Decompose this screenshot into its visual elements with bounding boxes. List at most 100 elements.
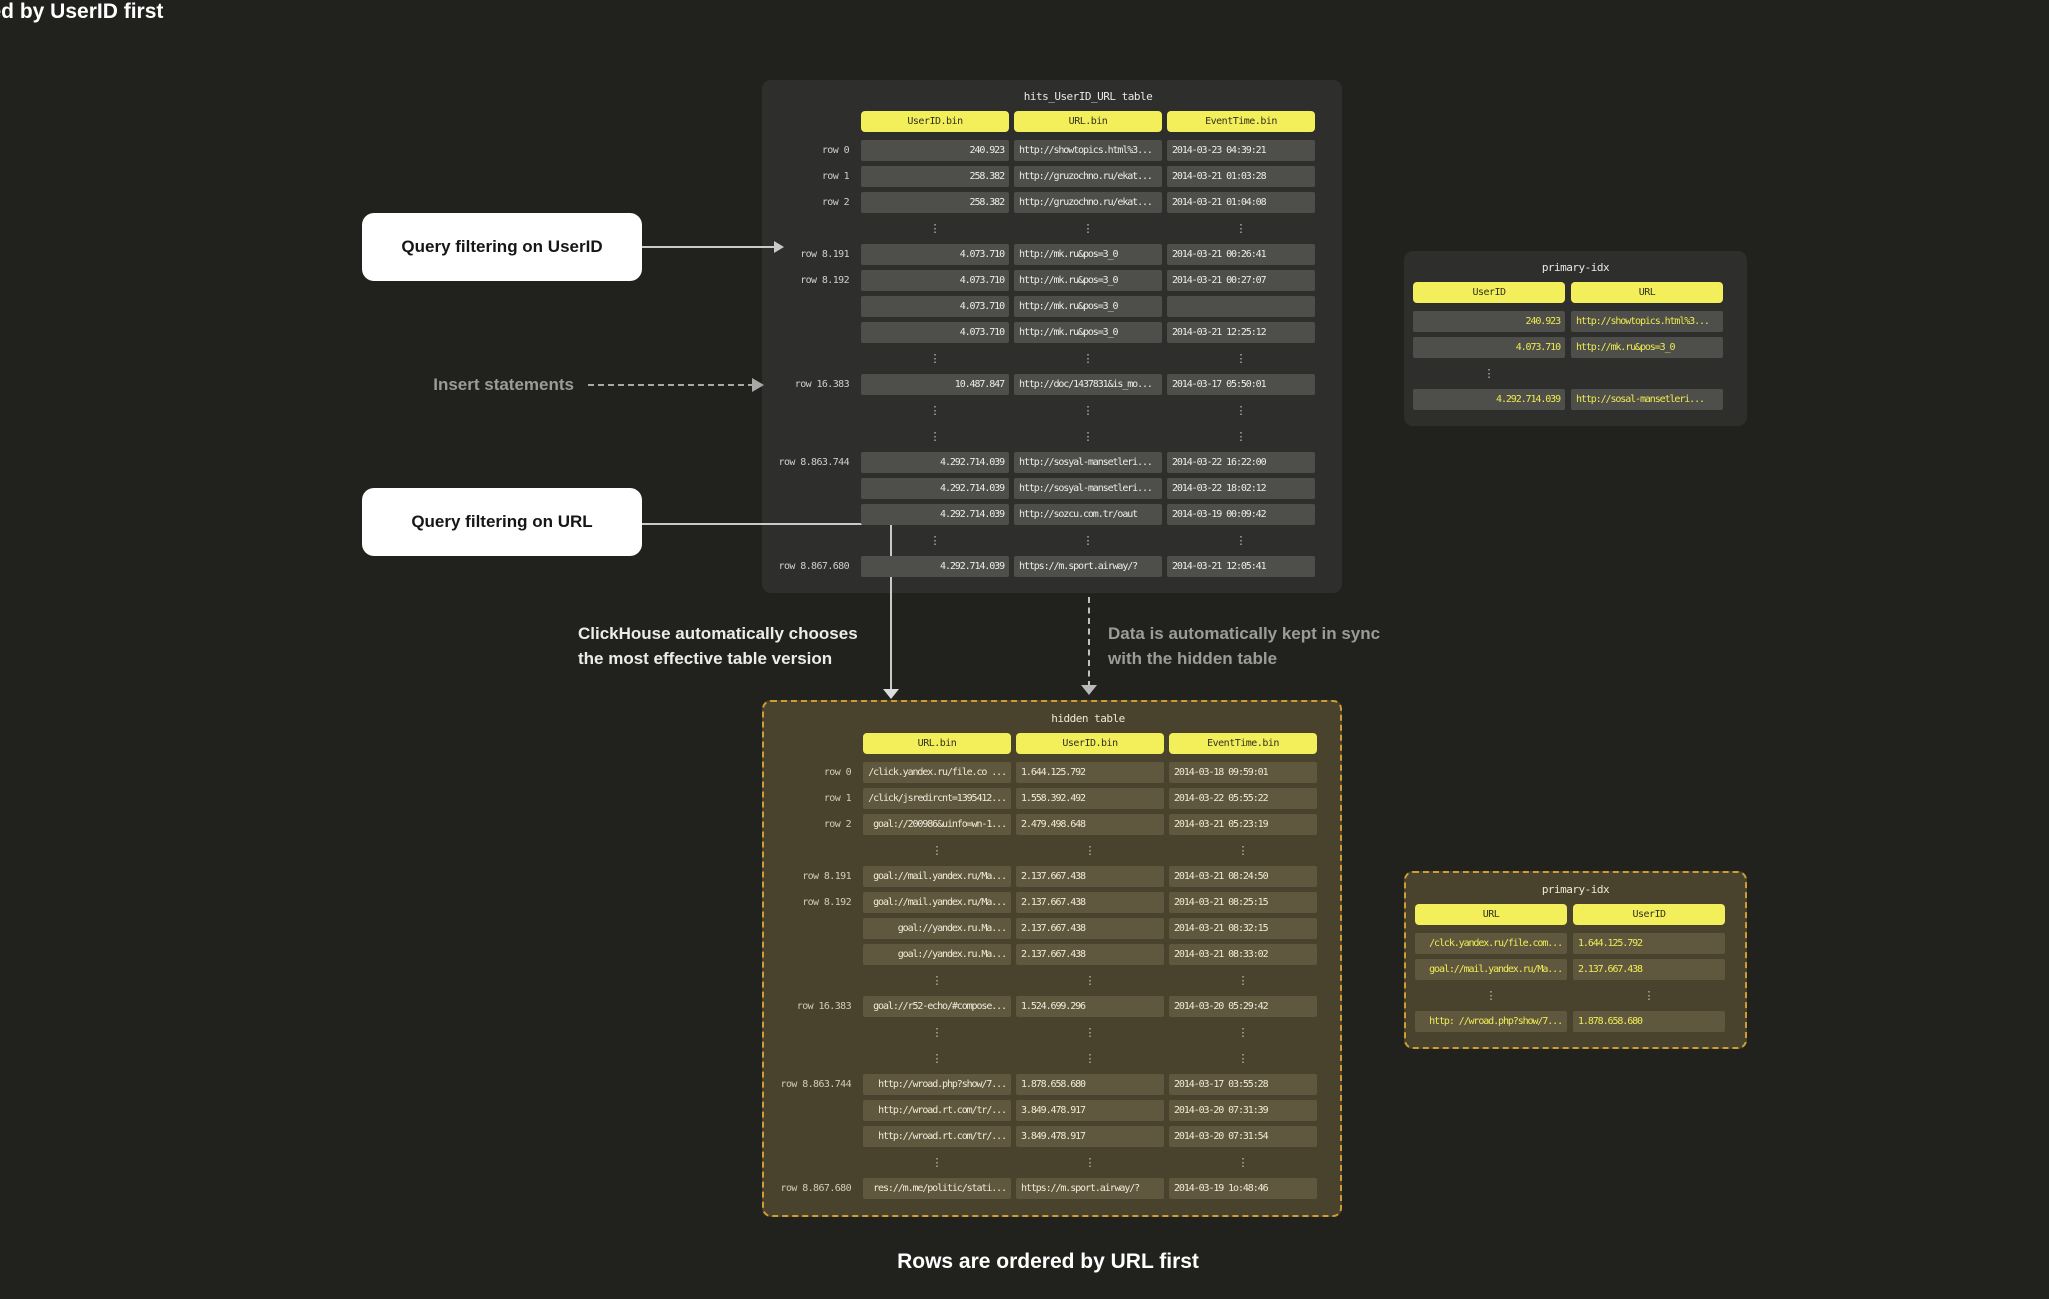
table-cell: 2014-03-19 1o:48:46 xyxy=(1169,1178,1317,1199)
table-cell: http://sosyal-mansetleri... xyxy=(1014,452,1162,473)
table-cell: 1.644.125.792 xyxy=(1016,762,1164,783)
arrow-right-icon xyxy=(774,241,784,253)
table-cell: 3.849.478.917 xyxy=(1016,1126,1164,1147)
ellipsis: ⋮ xyxy=(1082,404,1094,417)
row-label xyxy=(762,478,857,499)
column-header: URL.bin xyxy=(863,733,1011,754)
table-cell: 2014-03-18 09:59:01 xyxy=(1169,762,1317,783)
table-row: ⋮⋮⋮ xyxy=(764,970,1340,991)
table-cell: 240.923 xyxy=(861,140,1009,161)
table-cell: 4.292.714.039 xyxy=(861,452,1009,473)
table-cell: 2014-03-21 08:32:15 xyxy=(1169,918,1317,939)
column-header: UserID xyxy=(1573,904,1725,925)
insert-statements-dashed-line xyxy=(588,384,754,386)
table-cell: 4.292.714.039 xyxy=(1413,389,1565,410)
row-label xyxy=(764,1022,859,1043)
row-label xyxy=(762,322,857,343)
table-cell: http://mk.ru&pos=3_0 xyxy=(1571,337,1723,358)
table-cell: /click.yandex.ru/file.co ... xyxy=(863,762,1011,783)
row-label: row 0 xyxy=(821,145,850,156)
row-label: row 0 xyxy=(823,767,852,778)
row-label xyxy=(764,840,859,861)
table-row: 4.073.710 http://mk.ru&pos=3_0 xyxy=(1404,337,1747,358)
ellipsis: ⋮ xyxy=(929,404,941,417)
query-url-arrow-vertical xyxy=(890,523,892,691)
table-cell: 2.137.667.438 xyxy=(1016,944,1164,965)
sync-dashed-line xyxy=(1088,597,1090,687)
table-row: ⋮⋮⋮ xyxy=(764,1048,1340,1069)
arrow-down-icon xyxy=(883,689,899,699)
table-cell: 2014-03-22 16:22:00 xyxy=(1167,452,1315,473)
table-cell: 1.878.658.680 xyxy=(1573,1011,1725,1032)
table-cell: 2.137.667.438 xyxy=(1016,866,1164,887)
auto-choose-note: ClickHouse automatically chooses the mos… xyxy=(578,621,858,671)
ellipsis: ⋮ xyxy=(929,430,941,443)
table-cell: 4.292.714.039 xyxy=(861,478,1009,499)
column-header: URL xyxy=(1571,282,1723,303)
row-label xyxy=(764,1100,859,1121)
column-header: EventTime.bin xyxy=(1169,733,1317,754)
callout-label: Query filtering on UserID xyxy=(401,237,603,256)
ellipsis xyxy=(1571,363,1723,384)
table-cell: http://mk.ru&pos=3_0 xyxy=(1014,270,1162,291)
table-cell: http://sosyal-mansetleri... xyxy=(1014,478,1162,499)
table-cell: 2.137.667.438 xyxy=(1573,959,1725,980)
table-cell: http://showtopics.html%3... xyxy=(1571,311,1723,332)
table-cell: goal://r52-echo/#compose... xyxy=(863,996,1011,1017)
table-cell: 2014-03-20 07:31:54 xyxy=(1169,1126,1317,1147)
column-header: EventTime.bin xyxy=(1167,111,1315,132)
ellipsis: ⋮ xyxy=(1084,1052,1096,1065)
table-row: http: //wroad.php?show/7... 1.878.658.680 xyxy=(1406,1011,1745,1032)
table-cell: 1.558.392.492 xyxy=(1016,788,1164,809)
table-cell: https://m.sport.airway/? xyxy=(1014,556,1162,577)
table-cell: 240.923 xyxy=(1413,311,1565,332)
ellipsis: ⋮ xyxy=(931,974,943,987)
row-label xyxy=(764,1048,859,1069)
table-cell: http://wroad.rt.com/tr/... xyxy=(863,1100,1011,1121)
table-cell: http://wroad.php?show/7... xyxy=(863,1074,1011,1095)
table-cell: 2014-03-21 08:24:50 xyxy=(1169,866,1317,887)
note-line: the most effective table version xyxy=(578,649,833,668)
ellipsis: ⋮ xyxy=(1237,1156,1249,1169)
table-cell: 4.073.710 xyxy=(861,270,1009,291)
table-cell: goal://yandex.ru.Ma... xyxy=(863,918,1011,939)
table-row: ⋮⋮⋮ xyxy=(762,400,1342,421)
table-cell: http://mk.ru&pos=3_0 xyxy=(1014,244,1162,265)
row-label xyxy=(762,348,857,369)
row-label xyxy=(762,111,857,132)
table-cell: 4.073.710 xyxy=(861,296,1009,317)
ellipsis: ⋮ xyxy=(931,1026,943,1039)
table-cell: goal://mail.yandex.ru/Ma... xyxy=(863,892,1011,913)
arrow-down-icon xyxy=(1081,685,1097,695)
row-label xyxy=(762,400,857,421)
row-label xyxy=(764,918,859,939)
ellipsis: ⋮ xyxy=(1237,974,1249,987)
table-cell: 2014-03-21 01:04:08 xyxy=(1167,192,1315,213)
table-cell: 3.849.478.917 xyxy=(1016,1100,1164,1121)
ellipsis: ⋮ xyxy=(1485,989,1497,1002)
table-cell: 4.073.710 xyxy=(1413,337,1565,358)
table-cell: 1.524.699.296 xyxy=(1016,996,1164,1017)
table-cell: https://m.sport.airway/? xyxy=(1016,1178,1164,1199)
row-label xyxy=(762,296,857,317)
table-row: 240.923 http://showtopics.html%3... xyxy=(1404,311,1747,332)
table-cell: http://gruzochno.ru/ekat... xyxy=(1014,166,1162,187)
column-header: URL xyxy=(1415,904,1567,925)
ellipsis: ⋮ xyxy=(1084,1026,1096,1039)
table-row: row 1/click/jsredircnt=1395412...1.558.3… xyxy=(764,788,1340,809)
table-cell: 2014-03-21 05:23:19 xyxy=(1169,814,1317,835)
table-cell: http: //wroad.php?show/7... xyxy=(1415,1011,1567,1032)
table-cell: 2.479.498.648 xyxy=(1016,814,1164,835)
table-cell: 258.382 xyxy=(861,166,1009,187)
